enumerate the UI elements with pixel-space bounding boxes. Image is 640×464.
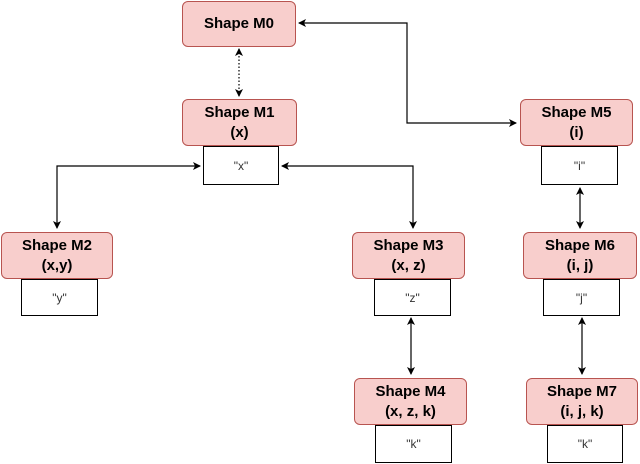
node-m5-title: Shape M5	[541, 103, 612, 121]
node-m7-title: Shape M7	[546, 382, 618, 400]
node-m6-title: Shape M6	[544, 236, 616, 254]
node-m6-tag-label: "j"	[575, 290, 588, 305]
node-m7-tag: "k"	[547, 425, 623, 463]
node-m2-params: (x,y)	[41, 256, 73, 274]
node-m5-params: (i)	[569, 123, 584, 141]
node-m3-tag: "z"	[374, 279, 451, 316]
node-m3-title: Shape M3	[373, 236, 444, 254]
node-m4-params: (x, z, k)	[385, 402, 436, 420]
node-m7[interactable]: Shape M7 (i, j, k)	[526, 378, 638, 425]
node-m2-tag-label: "y"	[52, 290, 67, 305]
node-m6-tag: "j"	[543, 279, 620, 316]
node-m1[interactable]: Shape M1 (x)	[182, 99, 297, 146]
node-m2-tag: "y"	[21, 279, 98, 316]
edge-m1-m2	[53, 162, 201, 229]
node-m5-tag: "i"	[541, 146, 618, 185]
node-m3-tag-label: "z"	[405, 290, 420, 305]
node-m2[interactable]: Shape M2 (x,y)	[1, 232, 113, 279]
node-m1-params: (x)	[230, 123, 249, 141]
node-m6-params: (i, j)	[566, 256, 594, 274]
node-m3-params: (x, z)	[391, 256, 426, 274]
node-m6[interactable]: Shape M6 (i, j)	[523, 232, 637, 279]
edge-m0-m5	[298, 19, 517, 127]
node-m2-title: Shape M2	[21, 236, 93, 254]
node-m7-tag-label: "k"	[577, 437, 593, 451]
node-m3[interactable]: Shape M3 (x, z)	[352, 232, 465, 279]
node-m5[interactable]: Shape M5 (i)	[520, 99, 633, 146]
node-m0-title: Shape M0	[203, 15, 275, 32]
node-m5-tag-label: "i"	[573, 158, 586, 173]
edge-m1-m3	[281, 162, 417, 229]
node-m4-tag: "k"	[375, 425, 452, 463]
node-m4[interactable]: Shape M4 (x, z, k)	[354, 378, 467, 425]
node-m0[interactable]: Shape M0	[182, 1, 296, 47]
node-m1-tag: "x"	[203, 146, 279, 185]
node-m1-tag-label: "x"	[233, 158, 249, 173]
node-m4-tag-label: "k"	[406, 437, 421, 451]
node-m1-title: Shape M1	[204, 103, 275, 121]
node-m4-title: Shape M4	[375, 382, 446, 400]
node-m7-params: (i, j, k)	[560, 402, 604, 420]
